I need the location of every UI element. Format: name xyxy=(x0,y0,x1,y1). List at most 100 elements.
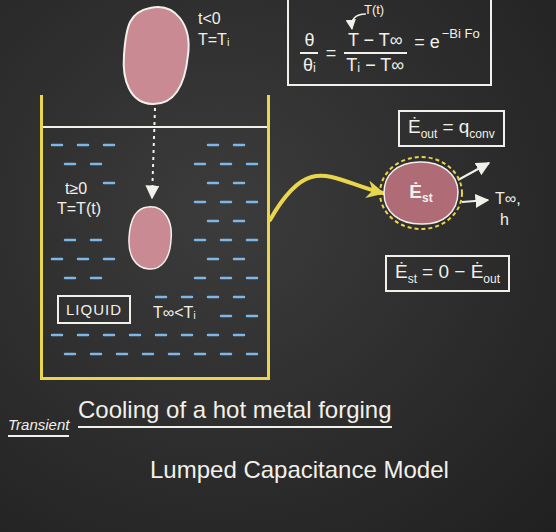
math-text: Tᵢ − T∞ xyxy=(342,54,408,76)
box-text: LIQUID xyxy=(66,301,122,318)
liquid-dash xyxy=(195,239,205,242)
title-text: Cooling of a hot metal forging xyxy=(78,396,392,428)
drop-path-arrow xyxy=(152,108,155,198)
liquid-dash xyxy=(91,239,101,242)
math-text: = e xyxy=(414,32,440,52)
exponent-text: −Bi Fo xyxy=(442,26,480,41)
liquid-dash xyxy=(247,163,257,166)
liquid-dash xyxy=(195,201,205,204)
heading-note: Transient xyxy=(8,416,69,437)
liquid-dash xyxy=(65,353,75,356)
liquid-dash xyxy=(65,277,75,280)
liquid-dash xyxy=(143,353,153,356)
ambient-label: T∞, xyxy=(495,190,521,208)
symbol-line: Ėst xyxy=(409,181,432,206)
annotation-text: T(t) xyxy=(364,2,384,17)
exponent-group: = e−Bi Fo xyxy=(414,32,479,53)
liquid-dash xyxy=(234,182,244,185)
state-text: T=T(t) xyxy=(57,200,101,218)
liquid-dash xyxy=(195,163,205,166)
symbol-text: conv xyxy=(469,127,494,141)
math-text: T − T∞ xyxy=(344,30,407,54)
math-text: = xyxy=(326,43,337,64)
liquid-dash xyxy=(221,353,231,356)
liquid-dash xyxy=(182,334,192,337)
liquid-dash xyxy=(52,334,62,337)
symbol-text: st xyxy=(408,272,417,286)
liquid-dash xyxy=(234,334,244,337)
liquid-dash xyxy=(91,163,101,166)
liquid-dash xyxy=(208,220,218,223)
liquid-dash xyxy=(247,353,257,356)
symbol-line: Ėout = qconv xyxy=(408,116,495,141)
liquid-dash xyxy=(234,144,244,147)
liquid-dash xyxy=(208,144,218,147)
liquid-dash xyxy=(91,277,101,280)
symbol-text: = 0 − Ė xyxy=(422,261,483,282)
liquid-dash xyxy=(156,296,166,299)
liquid-dash xyxy=(78,334,88,337)
liquid-dash xyxy=(234,296,244,299)
liquid-dash xyxy=(234,220,244,223)
symbol-text: Ė xyxy=(409,181,422,202)
liquid-dash xyxy=(221,163,231,166)
math-text: θ xyxy=(300,30,318,54)
tank-box: t≥0T=T(t) T∞<Tᵢ LIQUID xyxy=(40,95,270,380)
liquid-dash xyxy=(247,201,257,204)
liquid-dash xyxy=(221,239,231,242)
liquid-dash xyxy=(52,144,62,147)
symbol-text: st xyxy=(422,191,433,205)
liquid-surface xyxy=(43,126,267,128)
hot-forging-blob xyxy=(124,7,189,104)
liquid-dash xyxy=(52,258,62,261)
liquid-dash xyxy=(130,334,140,337)
subtitle-text: Lumped Capacitance Model xyxy=(150,456,449,484)
liquid-dash xyxy=(169,353,179,356)
liquid-dash xyxy=(208,296,218,299)
liquid-dash xyxy=(117,353,127,356)
convection-arrow xyxy=(462,200,488,202)
liquid-dash xyxy=(182,296,192,299)
coefficient-label: h xyxy=(500,211,509,229)
liquid-dash xyxy=(104,258,114,261)
equation-row: θθᵢ=T − T∞Tᵢ − T∞= e−Bi Fo xyxy=(299,30,480,76)
liquid-dash xyxy=(208,182,218,185)
fraction: T − T∞Tᵢ − T∞ xyxy=(342,30,408,76)
liquid-dash xyxy=(208,334,218,337)
liquid-dash xyxy=(104,182,114,185)
liquid-dash xyxy=(208,258,218,261)
symbol-text: out xyxy=(483,272,500,286)
state-text: t≥0 xyxy=(65,180,87,198)
liquid-dash xyxy=(221,201,231,204)
symbol-text: Ė xyxy=(395,261,408,282)
liquid-dash xyxy=(195,353,205,356)
state-text: T∞<Tᵢ xyxy=(153,304,196,322)
symbol-text: Ė xyxy=(408,116,421,137)
liquid-box: LIQUID xyxy=(57,295,131,324)
math-text: θᵢ xyxy=(299,54,320,76)
liquid-dash xyxy=(65,239,75,242)
forging-blob: Ėst xyxy=(383,160,459,226)
equation-box: θθᵢ=T − T∞Tᵢ − T∞= e−Bi FoT(t) xyxy=(287,0,492,86)
liquid-dash xyxy=(195,277,205,280)
liquid-dash xyxy=(78,144,88,147)
symbol-line: Ėst = 0 − Ėout xyxy=(395,261,500,286)
liquid-dash xyxy=(156,334,166,337)
transfer-arrow xyxy=(270,176,383,220)
symbol-text: out xyxy=(421,127,438,141)
liquid-dash xyxy=(247,277,257,280)
liquid-dash xyxy=(65,163,75,166)
fraction: θθᵢ xyxy=(299,30,320,76)
liquid-dash xyxy=(221,315,231,318)
liquid-dash xyxy=(234,258,244,261)
symbol-text: = q xyxy=(442,116,469,137)
liquid-dash xyxy=(104,144,114,147)
liquid-dash xyxy=(78,258,88,261)
liquid-dash xyxy=(91,353,101,356)
liquid-dash xyxy=(104,334,114,337)
liquid-dash xyxy=(221,277,231,280)
control-surface xyxy=(380,157,462,229)
annotation-leader xyxy=(352,14,366,29)
convection-arrow xyxy=(458,163,489,180)
